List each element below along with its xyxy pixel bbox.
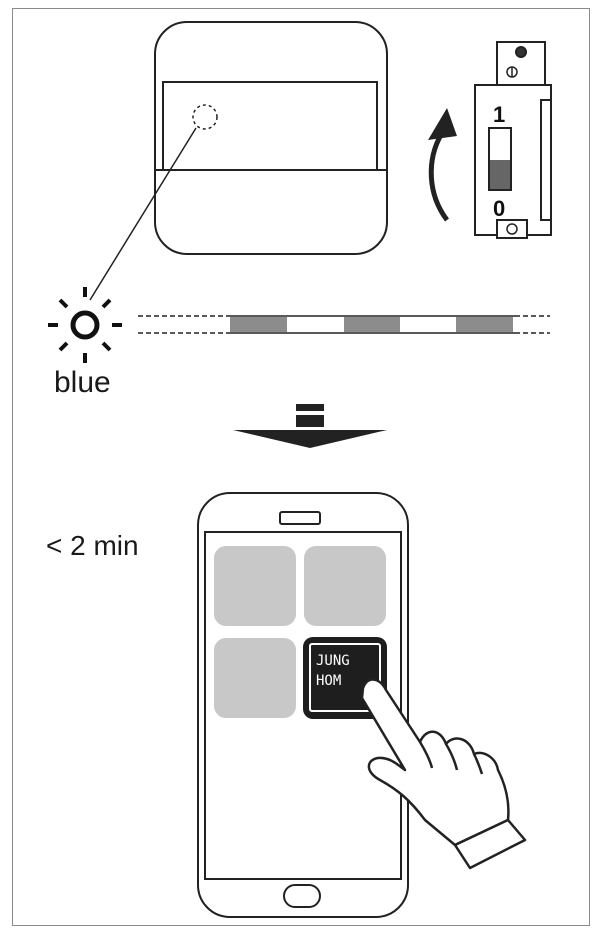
- breaker-off-label: 0: [493, 196, 505, 221]
- hand-pointer-icon: [360, 678, 527, 870]
- rotate-up-arrow-icon: [428, 108, 457, 222]
- app-tile[interactable]: [214, 638, 296, 718]
- leader-line: [89, 127, 197, 301]
- app-tile[interactable]: [304, 546, 386, 626]
- app-tile[interactable]: [214, 546, 296, 626]
- led-color-label: blue: [54, 366, 111, 399]
- diagram-frame: [12, 8, 590, 926]
- time-limit-label: < 2 min: [46, 530, 139, 561]
- switch-panel-icon: [154, 21, 388, 255]
- app-logo-line2: HOM: [316, 673, 341, 689]
- arrow-down-icon: [233, 404, 387, 448]
- app-grid: [214, 546, 386, 718]
- blink-pattern: [138, 315, 550, 334]
- app-logo-line1: JUNG: [316, 653, 350, 669]
- circuit-breaker-icon: [474, 41, 552, 239]
- led-icon: [48, 287, 122, 363]
- breaker-on-label: 1: [493, 102, 505, 127]
